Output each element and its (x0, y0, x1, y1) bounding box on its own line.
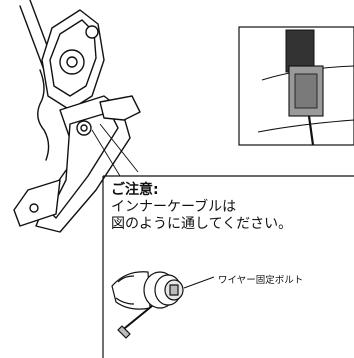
caution-box-border (102, 175, 354, 358)
inner-wire (307, 115, 315, 146)
callout-leader-upper (91, 129, 121, 177)
caution-note: ご注意: インナーケーブルは 図のように通してください。 (111, 182, 351, 233)
wire-fixing-bolt-label: ワイヤー固定ボルト (218, 275, 304, 286)
bolt-closeup (111, 271, 184, 339)
front-derailleur-drawing (13, 0, 141, 233)
caution-title: ご注意: (111, 182, 159, 198)
bolt-pointer-line (183, 276, 215, 289)
caution-line-1: インナーケーブルは (111, 199, 237, 215)
cable-housing (285, 29, 315, 73)
caution-line-2: 図のように通してください。 (111, 216, 293, 232)
cable-inset (238, 26, 354, 146)
callout-leader-lower (99, 123, 139, 173)
